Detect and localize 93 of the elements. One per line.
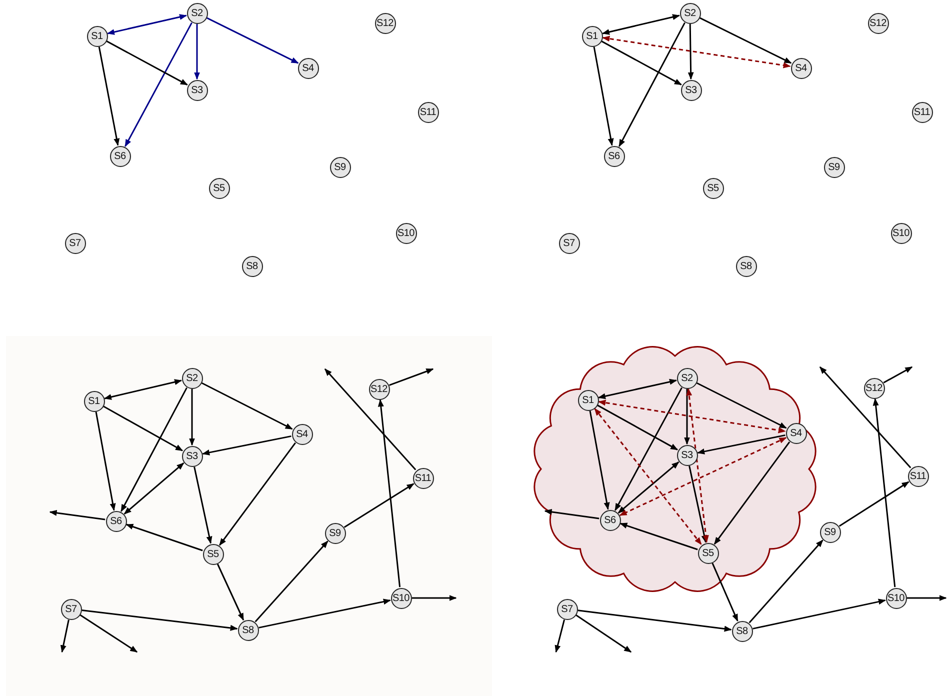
node-circle: S7 xyxy=(558,232,580,254)
dashed-arrow xyxy=(594,408,702,545)
arrow xyxy=(700,17,792,64)
arrow xyxy=(872,398,896,588)
arrow xyxy=(697,434,786,454)
arrow xyxy=(554,620,566,653)
node-circle: S5 xyxy=(702,178,724,198)
arrow xyxy=(194,24,200,80)
node-circle: S9 xyxy=(824,156,844,178)
dashed-arrow xyxy=(602,36,791,68)
arrow xyxy=(597,404,678,450)
node-circle: S8 xyxy=(736,256,756,276)
arrow xyxy=(696,382,787,429)
arrow xyxy=(576,614,632,653)
arrow xyxy=(124,462,184,514)
arrow xyxy=(206,17,299,64)
arrow xyxy=(103,406,184,452)
arrow xyxy=(907,595,947,601)
arrow xyxy=(614,387,682,511)
node-circle: S4 xyxy=(298,58,318,78)
node-circle: S2 xyxy=(186,2,208,24)
node-circle: S3 xyxy=(680,80,702,100)
arrow xyxy=(104,379,182,400)
node-circle: S11 xyxy=(908,466,928,486)
arrow xyxy=(684,389,690,445)
arrow xyxy=(126,524,203,552)
arrow xyxy=(412,595,457,601)
arrow xyxy=(344,483,414,528)
arrow xyxy=(60,620,70,653)
node-circle: S6 xyxy=(110,146,130,166)
arrow xyxy=(95,412,116,511)
arrow xyxy=(378,399,401,588)
arrow xyxy=(544,508,600,520)
arrow xyxy=(688,466,708,543)
arrow xyxy=(324,368,416,470)
node-circle: S3 xyxy=(186,80,208,100)
node-circle: S9 xyxy=(820,522,840,542)
arrow xyxy=(618,462,680,514)
arrow xyxy=(194,466,212,544)
arrow xyxy=(712,562,738,622)
arrow xyxy=(49,510,106,520)
arrow xyxy=(688,24,694,80)
arrow xyxy=(593,46,614,146)
arrow xyxy=(120,387,188,512)
node-circle: S8 xyxy=(732,620,752,642)
node-circle: S2 xyxy=(680,2,700,24)
node-circle: S10 xyxy=(396,222,416,244)
arrow xyxy=(124,22,192,147)
arrow xyxy=(80,614,138,653)
node-circle: S9 xyxy=(330,156,350,178)
node-circle: S6 xyxy=(604,146,624,166)
node-circle: S7 xyxy=(556,598,578,620)
arrow xyxy=(254,540,328,622)
arrow xyxy=(389,368,434,386)
node-circle: S10 xyxy=(890,222,912,244)
arrow xyxy=(219,442,296,546)
arrow xyxy=(620,522,698,550)
arrow xyxy=(578,610,732,632)
node-circle: S1 xyxy=(582,26,602,46)
arrow xyxy=(714,441,790,545)
node-circle: S7 xyxy=(64,232,86,254)
arrow xyxy=(602,14,680,35)
arrow xyxy=(589,410,610,510)
node-circle: S12 xyxy=(868,12,888,34)
node-circle: S12 xyxy=(374,12,396,34)
node-circle: S8 xyxy=(242,256,262,276)
node-circle: S10 xyxy=(886,588,906,608)
node-circle: S1 xyxy=(86,26,108,46)
node-circle: S11 xyxy=(912,102,932,122)
dashed-arrow xyxy=(686,388,709,543)
arrow xyxy=(618,22,686,147)
arrow xyxy=(752,598,886,630)
arrow xyxy=(748,540,824,624)
node-circle: S4 xyxy=(790,58,812,78)
arrow xyxy=(601,40,682,86)
node-circle: S12 xyxy=(864,378,884,398)
dashed-arrow xyxy=(619,437,787,516)
arrow xyxy=(819,366,912,468)
node-circle: S5 xyxy=(208,178,230,198)
arrow xyxy=(106,14,188,35)
arrow xyxy=(258,598,391,628)
node-circle: S11 xyxy=(418,102,438,122)
arrow xyxy=(883,366,913,384)
arrow xyxy=(216,564,244,621)
dashed-arrow xyxy=(598,400,786,434)
arrow xyxy=(201,382,293,430)
arrow xyxy=(106,40,188,86)
arrow xyxy=(82,610,238,631)
arrow xyxy=(598,378,678,400)
arrow xyxy=(98,46,120,146)
arrow xyxy=(189,389,195,446)
arrow xyxy=(838,481,910,527)
arrow xyxy=(202,435,292,456)
